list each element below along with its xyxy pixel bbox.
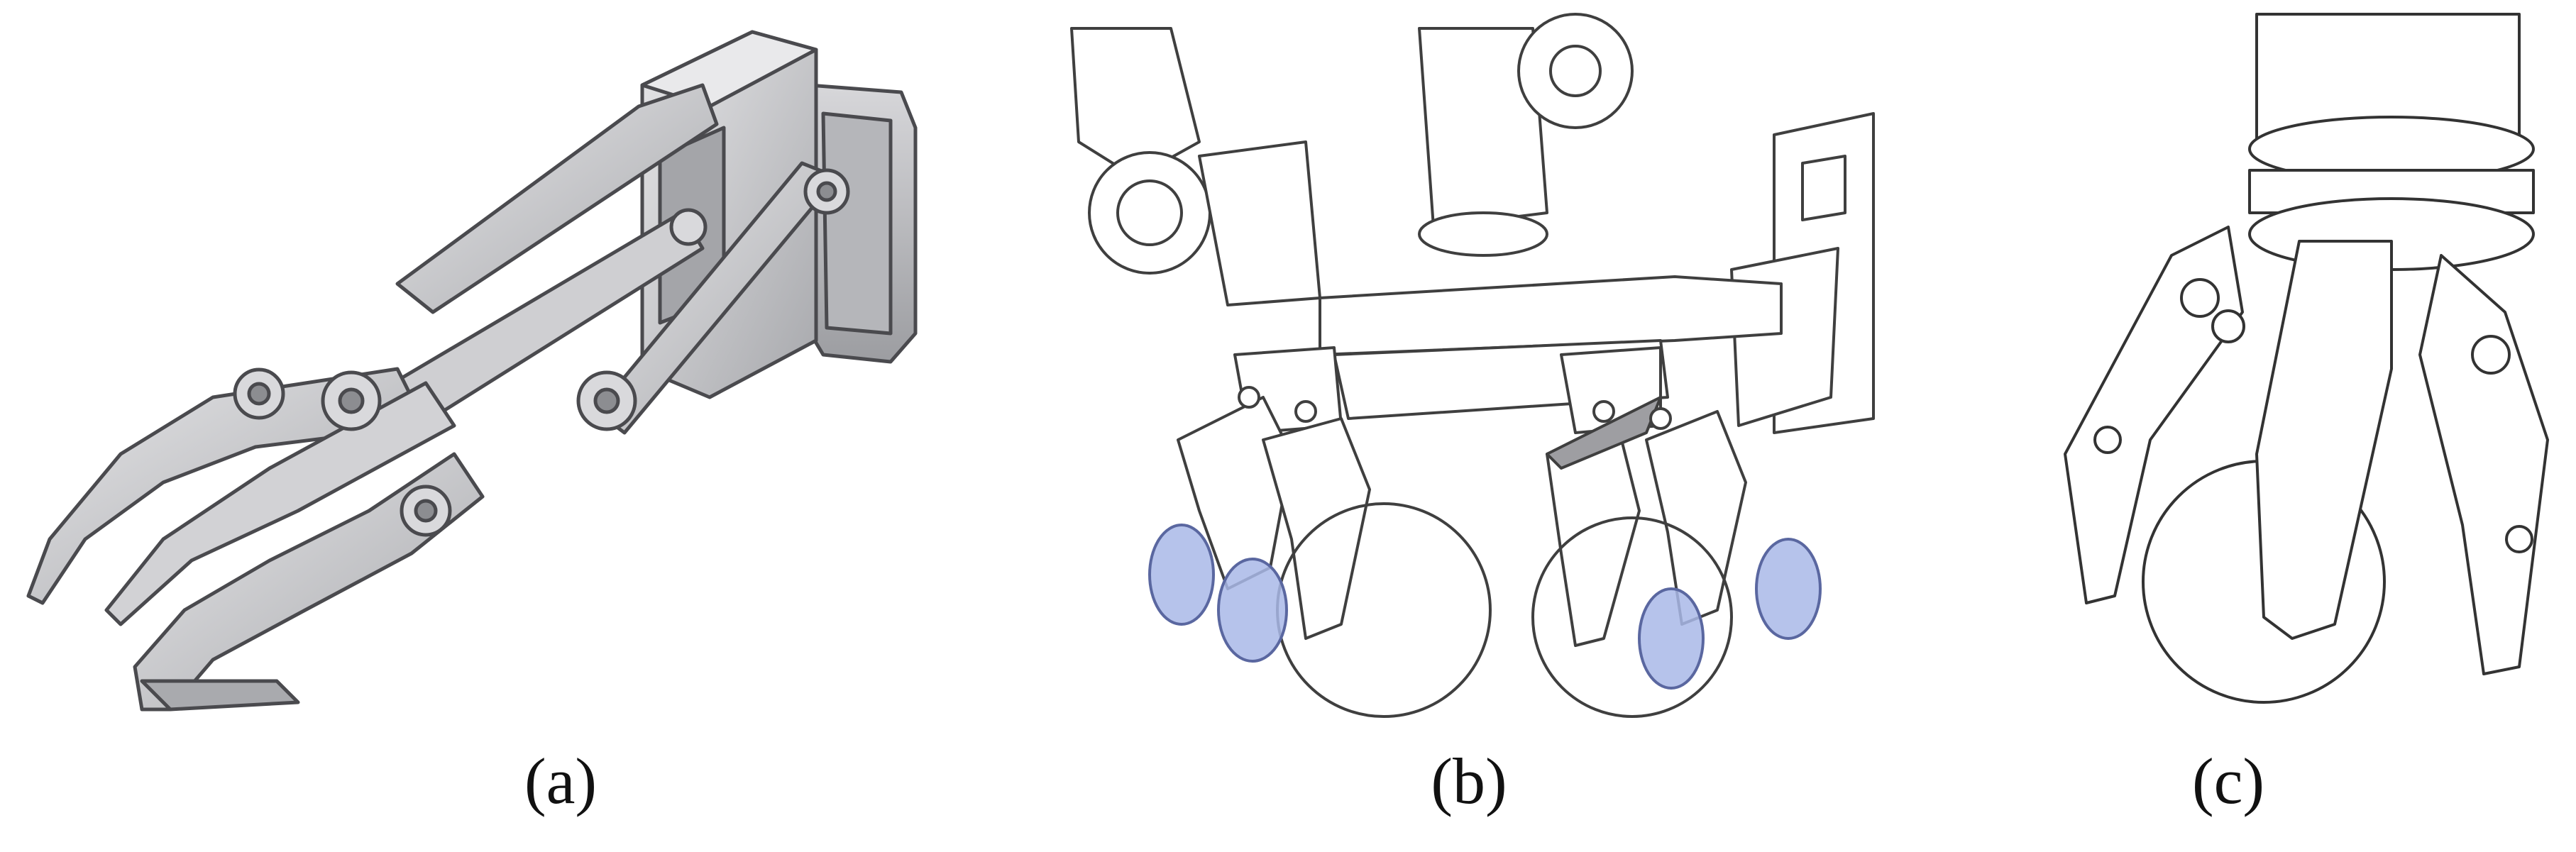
- parallel-jaw-gripper-icon: [26, 30, 918, 712]
- suction-cup: [1217, 558, 1288, 663]
- suction-cup: [1755, 538, 1822, 640]
- suction-cup: [1638, 587, 1705, 690]
- panel-b: (b): [1036, 0, 1888, 852]
- three-finger-gripper-icon: [2064, 13, 2549, 704]
- panel-c: (c): [1994, 0, 2562, 852]
- caption-a: (a): [524, 745, 598, 817]
- panel-a: (a): [0, 0, 923, 852]
- suction-cup: [1148, 524, 1215, 626]
- caption-b: (b): [1431, 745, 1507, 817]
- caption-c: (c): [2191, 745, 2265, 817]
- dual-arm-suction-gripper-icon: [1070, 13, 1875, 718]
